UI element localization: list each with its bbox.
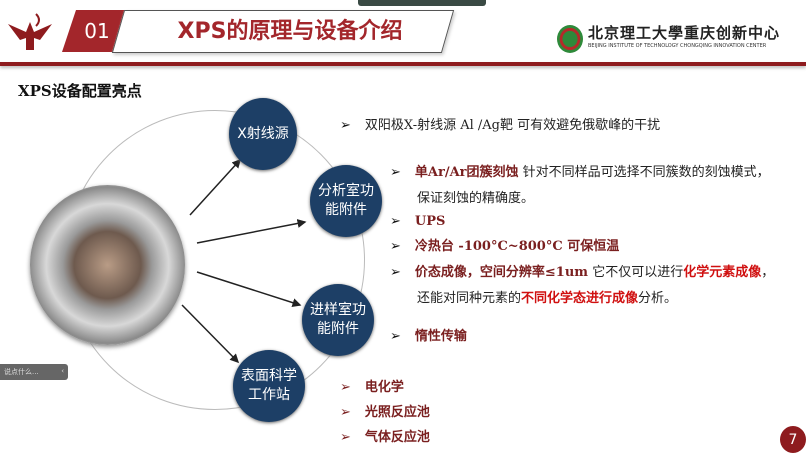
- arrow-xray: [189, 158, 242, 216]
- xps-device-image: [30, 185, 185, 345]
- page-title: XPS的原理与设备介绍: [177, 19, 403, 44]
- arrow-load: [196, 271, 302, 307]
- node-label: 进样室功能附件: [310, 302, 366, 337]
- arrow-analysis: [196, 219, 307, 244]
- node-analysis-chamber: 分析室功能附件: [310, 165, 382, 237]
- bullet-gas-cell: ➢气体反应池: [340, 430, 430, 445]
- collapse-chevron-icon[interactable]: ‹: [61, 367, 64, 375]
- video-toolbar[interactable]: [358, 0, 486, 6]
- bullet-xray: ➢双阳极X-射线源 Al /Ag靶 可有效避免俄歇峰的干扰: [340, 118, 661, 133]
- bullet-inert-transfer: ➢惰性传输: [390, 329, 467, 344]
- bullet-photo-cell: ➢光照反应池: [340, 405, 430, 420]
- bullet-imaging: ➢价态成像，空间分辨率≤1um 它不仅可以进行化学元素成像，还能对同种元素的不同…: [390, 265, 775, 306]
- bullet-electrochem: ➢电化学: [340, 380, 404, 395]
- node-xray-source: X射线源: [229, 98, 297, 170]
- node-label: 分析室功能附件: [318, 183, 374, 218]
- node-load-chamber: 进样室功能附件: [302, 284, 374, 356]
- bullet-etching: ➢单Ar/Ar团簇刻蚀 针对不同样品可选择不同簇数的刻蚀模式，保证刻蚀的精确度。: [390, 165, 770, 206]
- header-divider: [0, 62, 806, 66]
- chat-input[interactable]: 说点什么... ‹: [0, 364, 68, 380]
- node-label: 表面科学工作站: [241, 368, 297, 403]
- node-surface-station: 表面科学工作站: [233, 350, 305, 422]
- section-subtitle: XPS设备配置亮点: [18, 82, 142, 100]
- arrow-surface: [181, 304, 240, 364]
- bullet-ups: ➢UPS: [390, 214, 446, 229]
- chat-placeholder: 说点什么...: [4, 368, 39, 376]
- university-name: 北京理工大學重庆创新中心: [588, 24, 781, 42]
- bullet-stage: ➢冷热台 -100°C~800°C 可保恒温: [390, 239, 620, 254]
- university-emblem-icon: [557, 25, 583, 53]
- university-name-en: BEIJING INSTITUTE OF TECHNOLOGY CHONGQIN…: [588, 43, 767, 49]
- eagle-logo-icon: [6, 12, 54, 52]
- page-number: 7: [780, 426, 806, 453]
